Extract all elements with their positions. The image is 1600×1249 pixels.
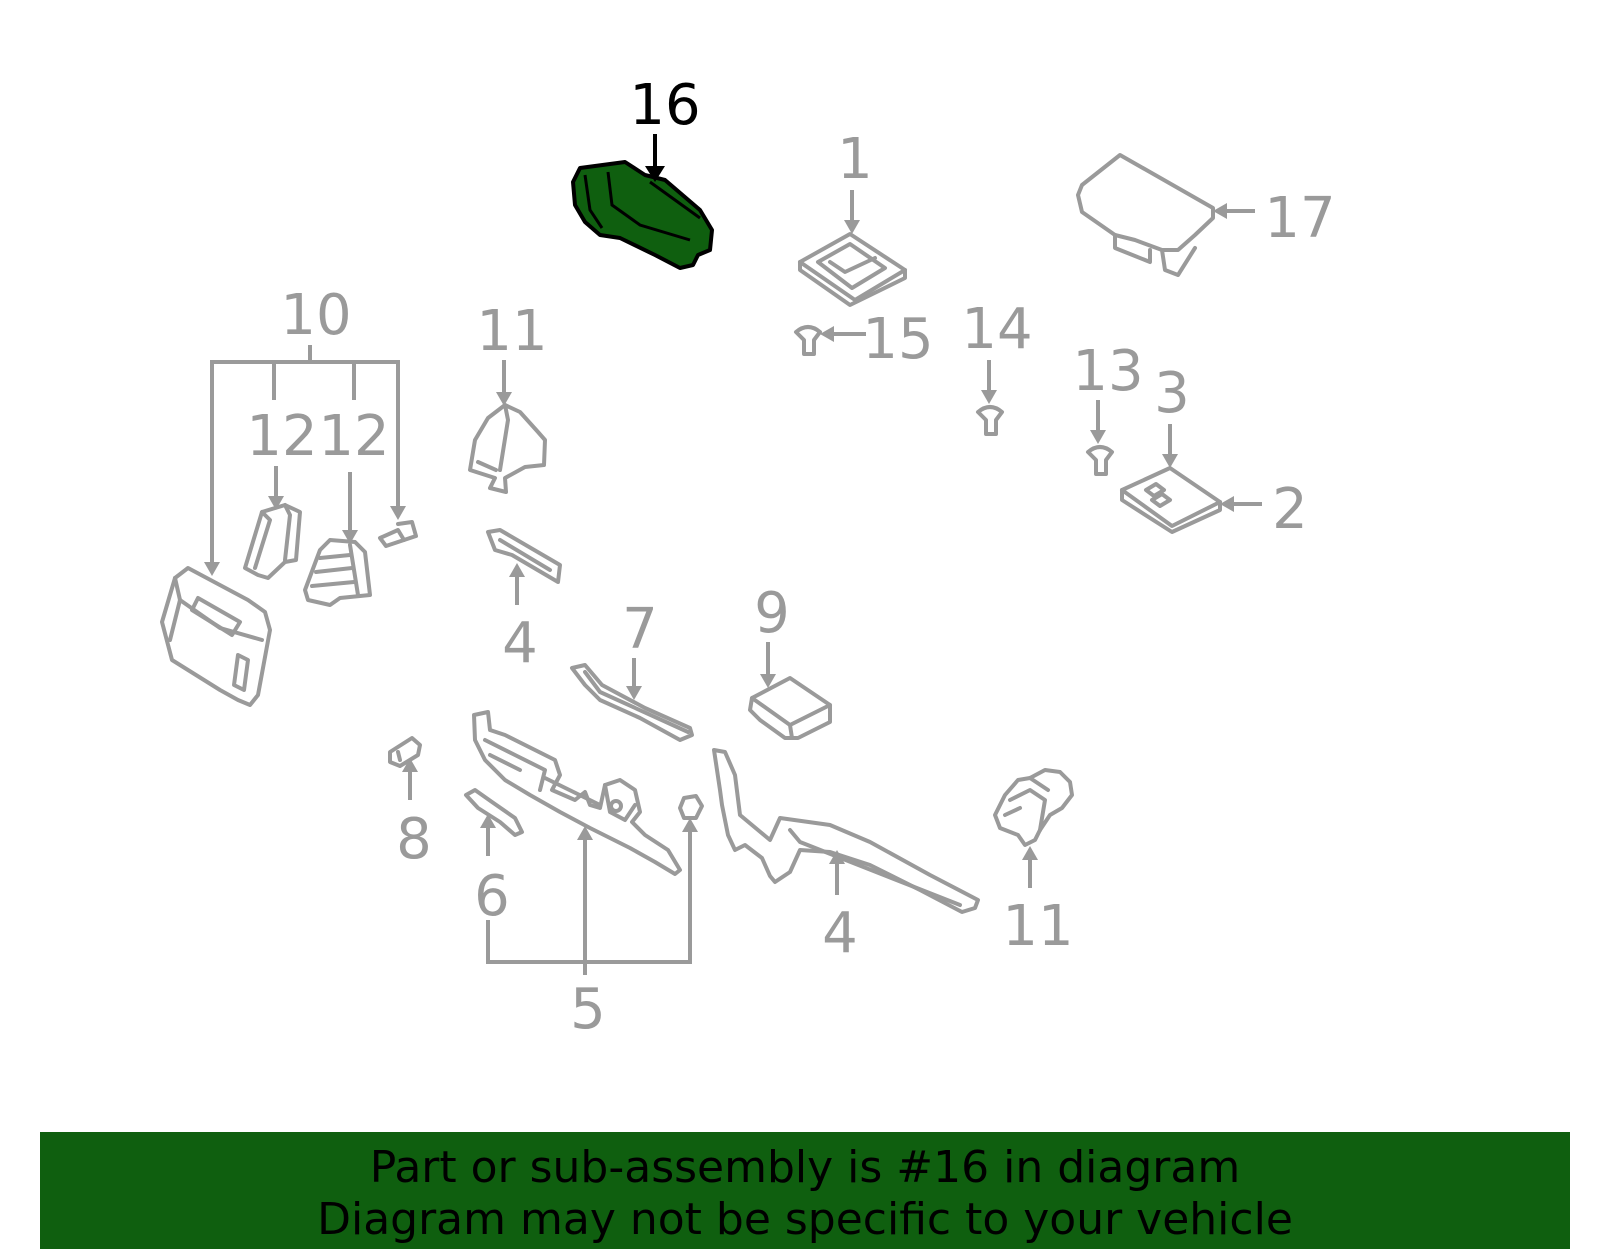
leader-14	[981, 360, 997, 404]
callout-12-left: 12	[246, 404, 317, 469]
callout-16: 16	[629, 73, 700, 138]
leader-4-upper	[509, 563, 525, 605]
part-4-upper	[486, 528, 562, 584]
leader-7	[626, 658, 642, 700]
part-5-assembly	[472, 710, 682, 876]
callout-15: 15	[862, 307, 933, 372]
part-7	[570, 663, 694, 742]
leader-17	[1213, 203, 1255, 219]
leader-11-lower	[1022, 846, 1038, 888]
part-16-highlighted[interactable]	[571, 160, 714, 270]
callout-8: 8	[396, 807, 432, 872]
leader-5-bracket	[486, 818, 698, 975]
callout-17: 17	[1264, 186, 1335, 251]
part-12-left	[243, 503, 302, 580]
callout-13: 13	[1072, 339, 1143, 404]
banner-line-1: Part or sub-assembly is #16 in diagram	[369, 1142, 1241, 1193]
part-15	[794, 325, 822, 356]
part-12-right	[303, 538, 372, 607]
callout-6: 6	[474, 864, 510, 929]
part-17	[1076, 153, 1215, 277]
part-13	[1086, 445, 1114, 476]
callout-11-lower: 11	[1002, 894, 1073, 959]
part-11-upper	[468, 403, 547, 494]
callout-7: 7	[622, 597, 658, 662]
leader-6	[480, 814, 496, 856]
callout-2: 2	[1272, 477, 1308, 542]
part-10-screw	[378, 520, 418, 548]
part-14	[976, 405, 1004, 436]
banner-line-2: Diagram may not be specific to your vehi…	[317, 1194, 1293, 1245]
callout-4-upper: 4	[502, 611, 538, 676]
callout-10: 10	[280, 283, 351, 348]
leader-12-right	[342, 472, 358, 544]
callout-4-lower: 4	[822, 901, 858, 966]
part-8	[388, 736, 422, 768]
leader-2	[1220, 496, 1262, 512]
callout-1: 1	[837, 127, 873, 192]
leader-4-lower	[829, 850, 845, 895]
callout-9: 9	[754, 581, 790, 646]
leader-13	[1090, 400, 1106, 444]
part-1	[798, 232, 907, 307]
callout-12-right: 12	[318, 404, 389, 469]
info-banner: Part or sub-assembly is #16 in diagram D…	[40, 1132, 1570, 1249]
part-10-housing	[160, 566, 272, 707]
callout-14: 14	[961, 297, 1032, 362]
leader-9	[760, 642, 776, 688]
leader-11-upper	[496, 360, 512, 406]
leader-1	[844, 190, 860, 234]
part-4-lower	[712, 748, 980, 914]
callout-11-upper: 11	[476, 299, 547, 364]
leader-3	[1162, 424, 1178, 468]
part-5-nut	[678, 794, 704, 820]
parts-diagram: 16 1 17 15 14	[160, 73, 1336, 1042]
leader-15	[820, 326, 866, 342]
part-2-3	[1120, 466, 1222, 534]
part-11-lower	[993, 768, 1074, 847]
part-9	[748, 676, 832, 740]
callout-3: 3	[1154, 361, 1190, 426]
callout-5: 5	[570, 977, 606, 1042]
leader-10-bracket	[204, 345, 406, 576]
leader-12-left	[268, 466, 284, 510]
leader-16	[645, 134, 665, 182]
part-6	[464, 788, 524, 837]
leader-8	[402, 758, 418, 800]
